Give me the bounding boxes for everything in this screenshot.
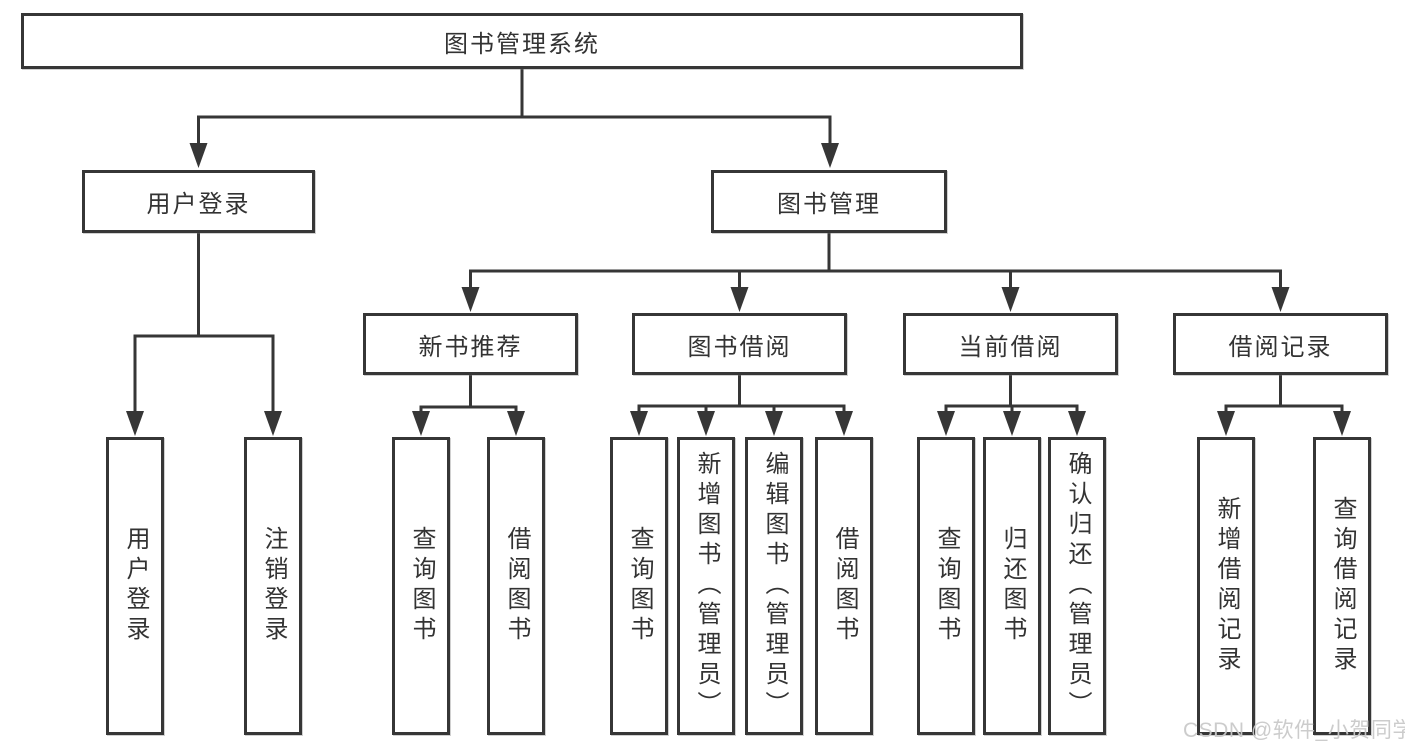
leaf-label: 查询图书 (933, 526, 960, 646)
arrow-down-icon (1001, 287, 1020, 312)
node-borrow-books-under-new-book: 借阅图书 (487, 437, 545, 735)
arrow-down-icon (1217, 411, 1235, 436)
arrow-down-icon (412, 411, 430, 436)
node-add-books-admin: 新增图书（管理员） (677, 437, 735, 735)
node-library-management-system: 图书管理系统 (21, 13, 1023, 69)
node-borrow-books-under-borrowing: 借阅图书 (815, 437, 873, 735)
arrow-down-icon (264, 411, 282, 436)
node-logout-function: 注销登录 (244, 437, 302, 735)
arrow-down-icon (630, 411, 648, 436)
arrow-down-icon (697, 411, 715, 436)
leaf-label: 查询图书 (626, 526, 653, 646)
leaf-label: 注销登录 (260, 526, 287, 646)
node-user-login-function: 用户登录 (106, 437, 164, 735)
arrow-down-icon (126, 411, 144, 436)
arrow-down-icon (821, 143, 839, 168)
leaf-label: 借阅图书 (503, 526, 530, 646)
leaf-label: 确认归还（管理员） (1064, 451, 1091, 721)
node-return-books: 归还图书 (983, 437, 1041, 735)
leaf-label: 查询图书 (408, 526, 435, 646)
arrow-down-icon (1333, 411, 1351, 436)
leaf-label: 新增借阅记录 (1213, 496, 1240, 676)
node-add-borrow-record: 新增借阅记录 (1197, 437, 1255, 735)
node-query-books-under-borrowing: 查询图书 (610, 437, 668, 735)
arrow-down-icon (835, 411, 853, 436)
leaf-label: 归还图书 (999, 526, 1026, 646)
node-borrowing-records: 借阅记录 (1173, 313, 1388, 375)
connector-edges (133, 67, 1344, 420)
node-current-borrowing: 当前借阅 (903, 313, 1118, 375)
leaf-label: 编辑图书（管理员） (761, 451, 788, 721)
node-query-books-under-current: 查询图书 (917, 437, 975, 735)
edge-user-login (133, 231, 275, 420)
arrowheads (126, 143, 1351, 436)
leaf-label: 查询借阅记录 (1329, 496, 1356, 676)
edge-book-borrowing (637, 373, 846, 420)
node-query-books-under-new-book: 查询图书 (392, 437, 450, 735)
edge-root (197, 67, 832, 152)
arrow-down-icon (189, 143, 208, 168)
arrow-down-icon (461, 287, 480, 312)
node-query-borrow-record: 查询借阅记录 (1313, 437, 1371, 735)
node-book-management: 图书管理 (711, 170, 947, 233)
arrow-down-icon (765, 411, 783, 436)
arrow-down-icon (507, 411, 525, 436)
node-user-login: 用户登录 (82, 170, 315, 233)
leaf-label: 借阅图书 (831, 526, 858, 646)
edge-new-book-recommendation (419, 373, 518, 420)
edge-book-management (469, 231, 1282, 296)
node-edit-books-admin: 编辑图书（管理员） (745, 437, 803, 735)
edge-borrowing-records (1224, 373, 1344, 420)
node-new-book-recommendation: 新书推荐 (363, 313, 578, 375)
node-book-borrowing: 图书借阅 (632, 313, 847, 375)
arrow-down-icon (1003, 411, 1021, 436)
csdn-watermark: CSDN @软件_小贺同学 (1183, 719, 1405, 742)
leaf-label: 新增图书（管理员） (693, 451, 720, 721)
arrow-down-icon (1271, 287, 1290, 312)
node-confirm-return-admin: 确认归还（管理员） (1048, 437, 1106, 735)
arrow-down-icon (1068, 411, 1086, 436)
arrow-down-icon (937, 411, 955, 436)
leaf-label: 用户登录 (122, 526, 149, 646)
arrow-down-icon (730, 287, 749, 312)
